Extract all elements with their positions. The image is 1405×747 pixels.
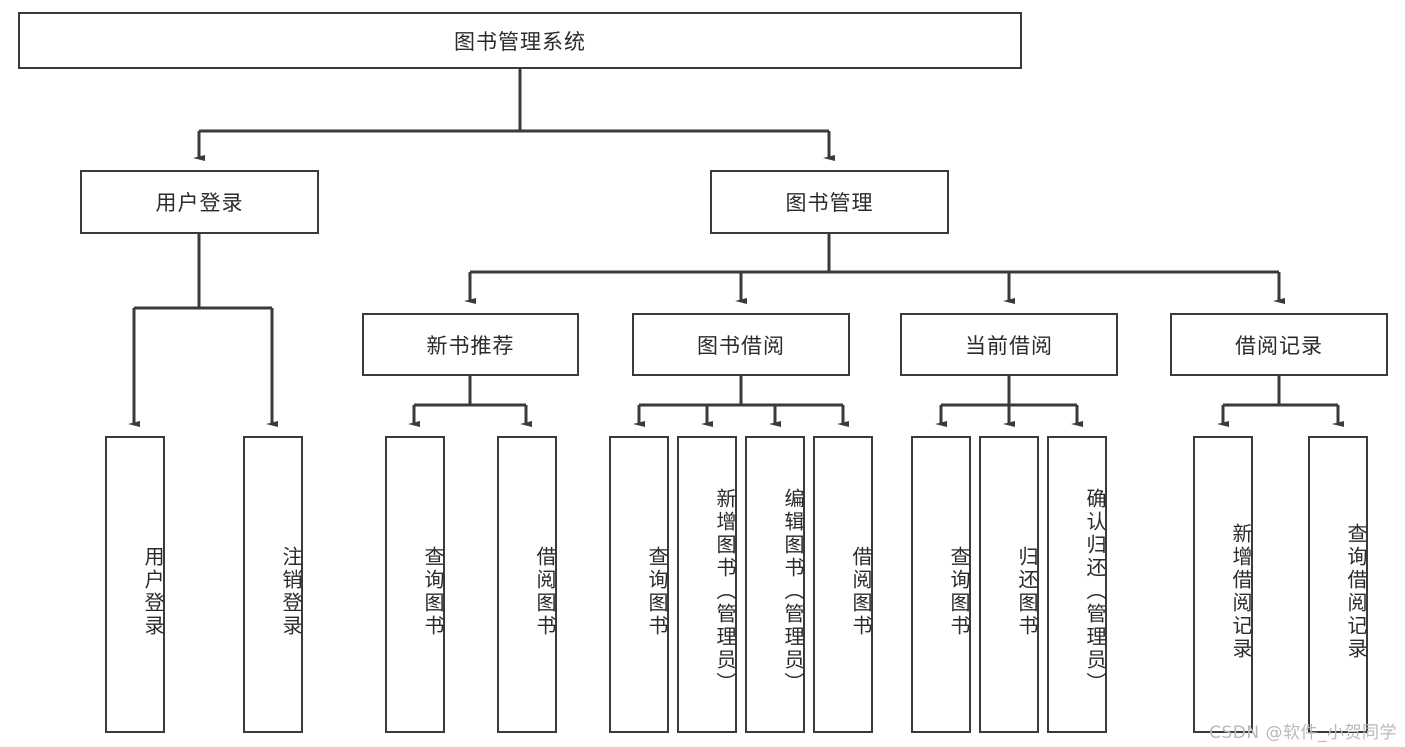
node-label: 新增图书（管理员）	[713, 488, 737, 695]
node-label: 借阅图书	[849, 545, 873, 638]
node-label: 归还图书	[1015, 545, 1039, 638]
node-label: 图书借阅	[697, 333, 785, 358]
node-label: 用户登录	[141, 545, 165, 638]
node-label: 新增借阅记录	[1229, 522, 1253, 661]
leaf-borrow-book[interactable]: 借阅图书	[813, 436, 873, 733]
leaf-return-book[interactable]: 归还图书	[979, 436, 1039, 733]
node-user-login[interactable]: 用户登录	[80, 170, 319, 234]
leaf-user-login[interactable]: 用户登录	[105, 436, 165, 733]
node-label: 借阅图书	[533, 545, 557, 638]
node-label: 查询图书	[421, 545, 445, 638]
node-new-book-recommend[interactable]: 新书推荐	[362, 313, 579, 376]
node-label: 用户登录	[155, 191, 244, 215]
leaf-confirm-return-admin[interactable]: 确认归还（管理员）	[1047, 436, 1107, 733]
node-label: 新书推荐	[426, 333, 515, 358]
leaf-add-book-admin[interactable]: 新增图书（管理员）	[677, 436, 737, 733]
node-label: 查询借阅记录	[1344, 522, 1368, 661]
node-book-borrow[interactable]: 图书借阅	[632, 313, 850, 376]
leaf-query-borrow-record[interactable]: 查询借阅记录	[1308, 436, 1368, 733]
leaf-add-borrow-record[interactable]: 新增借阅记录	[1193, 436, 1253, 733]
node-label: 图书管理	[785, 191, 874, 215]
node-label: 确认归还（管理员）	[1083, 488, 1107, 695]
leaf-borrow-book-recommend[interactable]: 借阅图书	[497, 436, 557, 733]
watermark: CSDN @软件_小贺同学	[1209, 723, 1397, 743]
node-label: 注销登录	[279, 545, 303, 638]
node-label: 借阅记录	[1235, 333, 1323, 358]
node-book-management[interactable]: 图书管理	[710, 170, 949, 234]
leaf-query-book-current[interactable]: 查询图书	[911, 436, 971, 733]
leaf-query-book-recommend[interactable]: 查询图书	[385, 436, 445, 733]
node-label: 编辑图书（管理员）	[781, 488, 805, 695]
node-label: 查询图书	[645, 545, 669, 638]
leaf-edit-book-admin[interactable]: 编辑图书（管理员）	[745, 436, 805, 733]
node-borrow-record[interactable]: 借阅记录	[1170, 313, 1388, 376]
node-root-book-management-system[interactable]: 图书管理系统	[18, 12, 1022, 69]
leaf-query-book-borrow[interactable]: 查询图书	[609, 436, 669, 733]
node-current-borrow[interactable]: 当前借阅	[900, 313, 1118, 376]
node-label: 图书管理系统	[454, 29, 586, 54]
node-label: 查询图书	[947, 545, 971, 638]
node-label: 当前借阅	[965, 333, 1053, 358]
leaf-logout[interactable]: 注销登录	[243, 436, 303, 733]
